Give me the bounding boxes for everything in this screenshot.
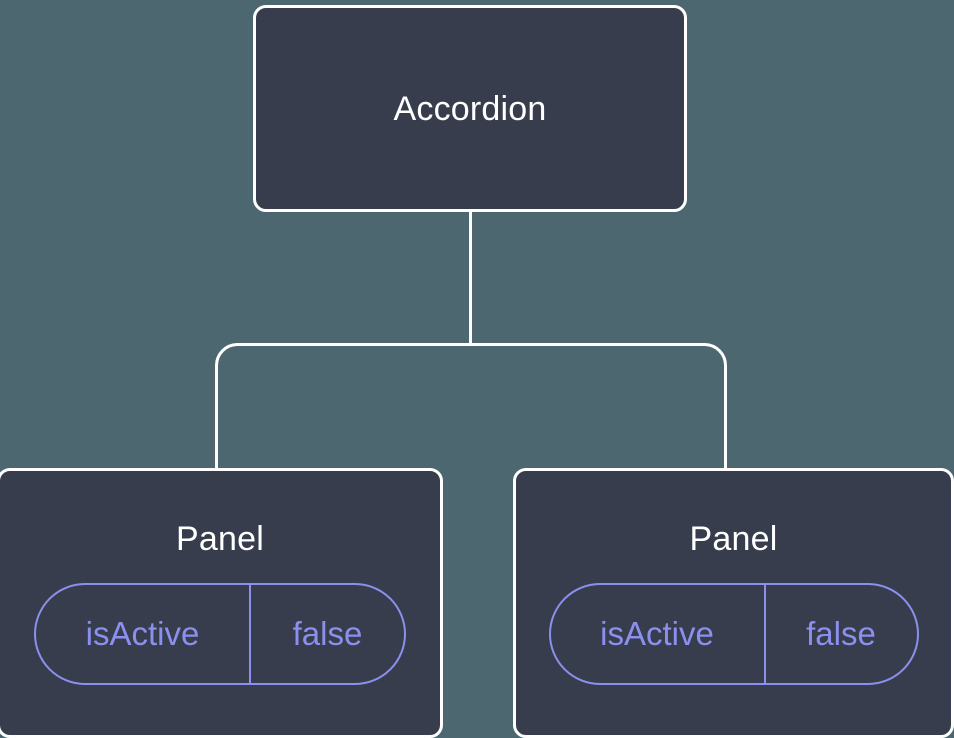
node-panel-right-title: Panel [689,520,778,558]
node-panel-right[interactable]: Panel isActive false [513,468,954,738]
node-panel-left[interactable]: Panel isActive false [0,468,443,738]
prop-key: isActive [36,585,251,683]
edge-bus-to-panel-right [470,343,727,470]
node-panel-left-title: Panel [176,520,264,558]
prop-value: false [292,615,363,652]
prop-value: false [806,615,876,652]
prop-key: isActive [551,585,766,683]
node-accordion-title: Accordion [393,89,547,128]
node-panel-left-prop-isactive[interactable]: isActive false [34,583,406,685]
node-panel-right-prop-isactive[interactable]: isActive false [548,583,919,685]
edge-bus-to-panel-left [215,343,471,470]
node-accordion[interactable]: Accordion [253,5,687,212]
